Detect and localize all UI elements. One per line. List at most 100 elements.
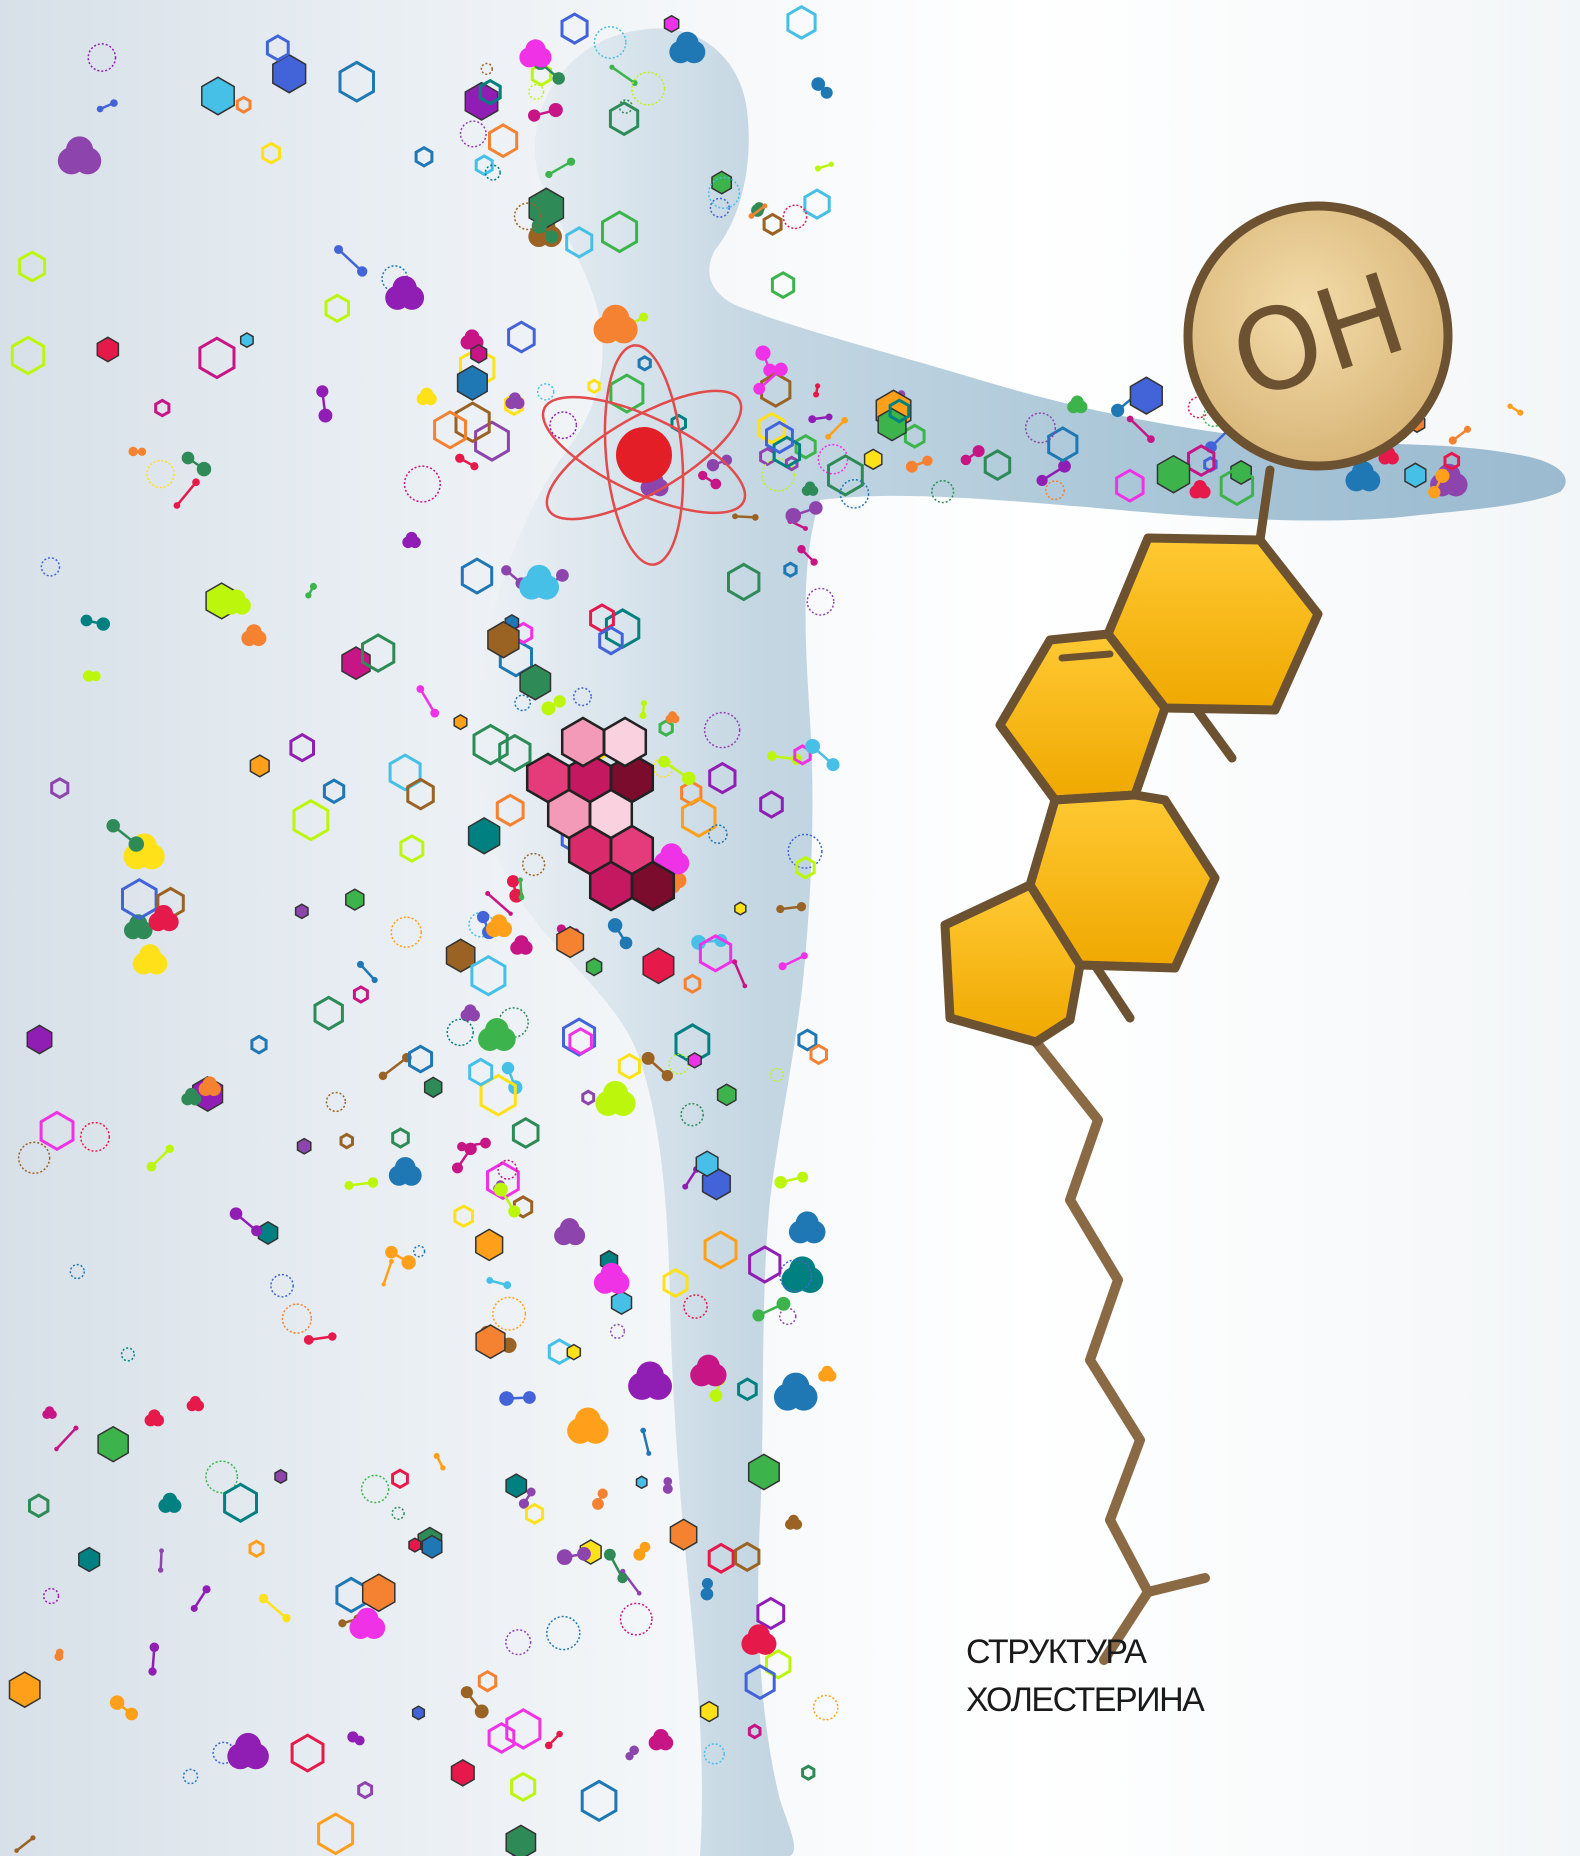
hexagon-molecule — [617, 1052, 641, 1080]
bond — [382, 1260, 393, 1285]
atom — [110, 99, 118, 107]
blob — [148, 1409, 161, 1422]
bond — [827, 419, 846, 438]
dotted-sphere — [528, 83, 545, 100]
hexagon-molecule — [361, 633, 396, 673]
hexagon-molecule — [505, 1708, 542, 1750]
hexagon-molecule — [313, 995, 344, 1031]
filled-hexagon — [505, 1824, 537, 1856]
atom — [440, 1465, 446, 1471]
atom — [316, 385, 329, 398]
atom — [619, 936, 633, 950]
atom — [774, 362, 788, 377]
dotted-sphere — [572, 687, 592, 707]
blob — [44, 1406, 55, 1416]
hexagon-molecule — [1187, 444, 1216, 478]
atom — [755, 345, 771, 361]
hexagon-molecule — [1047, 426, 1079, 463]
blob — [405, 531, 418, 544]
atom — [778, 962, 787, 971]
atom — [639, 312, 649, 322]
filled-hexagon — [78, 1546, 101, 1573]
atom — [766, 751, 777, 761]
dotted-sphere — [593, 25, 627, 59]
hexagon-molecule — [507, 320, 536, 354]
atom — [592, 1498, 604, 1510]
dotted-sphere — [806, 587, 835, 616]
bond — [641, 1430, 650, 1454]
atom — [814, 165, 821, 172]
dotted-sphere — [546, 1615, 581, 1651]
hexagon-molecule — [352, 985, 369, 1004]
atom — [506, 875, 520, 888]
atom — [607, 918, 623, 933]
atom — [192, 478, 200, 487]
atom — [1448, 436, 1457, 445]
atom — [508, 911, 513, 916]
dotted-sphere — [782, 204, 808, 230]
hexagon-molecule — [248, 1539, 265, 1559]
hexagon-molecule — [698, 934, 733, 973]
blob — [747, 1624, 770, 1647]
hexagon-molecule — [339, 1132, 354, 1150]
hexagon-molecule — [453, 1204, 474, 1229]
atom — [691, 934, 707, 950]
atom — [742, 983, 748, 989]
filled-hexagon — [877, 407, 907, 442]
dotted-sphere — [709, 197, 730, 218]
atom — [73, 1425, 79, 1431]
atom — [658, 755, 670, 768]
atom — [1111, 403, 1125, 417]
atom — [701, 1577, 714, 1590]
hexagon-molecule — [335, 1576, 367, 1614]
atom — [814, 383, 821, 389]
atom — [797, 1171, 809, 1183]
atom — [125, 1707, 138, 1721]
bond — [15, 1836, 34, 1852]
filled-hexagon — [519, 663, 552, 701]
atom — [486, 1276, 494, 1284]
atom — [808, 501, 823, 515]
hexagon-molecule — [809, 1043, 828, 1066]
dotted-sphere — [779, 1259, 813, 1293]
atom — [556, 1730, 563, 1738]
hexagon-molecule — [734, 1541, 761, 1573]
filled-hexagon — [445, 938, 476, 973]
hexagon-molecule — [338, 60, 375, 103]
atom — [190, 1604, 198, 1612]
blob — [154, 904, 174, 924]
bond — [382, 1056, 408, 1077]
filled-hexagon — [699, 1700, 719, 1723]
atom — [639, 712, 647, 720]
atom — [80, 614, 93, 627]
atom — [752, 1309, 765, 1322]
hexagon-molecule — [795, 855, 816, 880]
hexagon-molecule — [487, 1721, 516, 1754]
atom — [813, 391, 820, 398]
atom — [646, 1450, 652, 1456]
hexagon-molecule — [530, 62, 552, 87]
dotted-sphere — [707, 176, 741, 210]
atom — [636, 1590, 642, 1596]
atom — [526, 1487, 536, 1497]
filled-hexagon — [361, 1573, 396, 1613]
hexagon-molecule — [747, 1723, 762, 1740]
blob — [600, 1262, 623, 1285]
hexagon-molecule — [562, 1017, 597, 1057]
hexagon-molecule — [510, 1771, 537, 1802]
filled-hexagon — [701, 1166, 731, 1201]
dotted-sphere — [513, 202, 542, 231]
bond — [548, 160, 572, 176]
atom — [148, 1667, 157, 1676]
atom — [776, 1296, 791, 1311]
atom — [805, 738, 821, 754]
atom — [303, 1334, 314, 1345]
atom — [682, 1183, 689, 1190]
hexagon-molecule — [39, 1110, 75, 1152]
filled-hexagon — [687, 1052, 702, 1069]
filled-hexagon — [274, 1468, 288, 1484]
atom — [137, 447, 147, 456]
filled-hexagon — [585, 957, 603, 977]
hexagon-molecule — [414, 145, 434, 168]
dotted-sphere — [549, 411, 578, 440]
